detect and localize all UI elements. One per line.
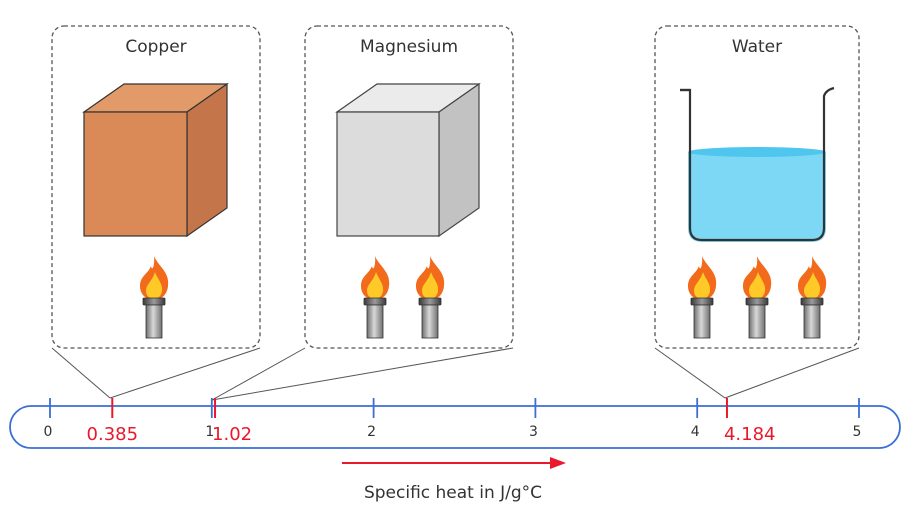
axis-markers: 0.385 1.02 4.184 [87,398,776,445]
panel-magnesium: Magnesium [211,25,514,401]
axis-caption: Specific heat in J/g°C [364,483,542,503]
torch-flame-icon [798,256,827,339]
water-beaker [680,86,835,242]
torch-flame-icon [140,256,169,339]
specific-heat-axis: 0 1 2 3 4 5 0.385 1.02 4.184 [9,398,901,449]
axis-tick-label-2: 2 [367,424,376,440]
axis-tick-label-4: 4 [691,424,700,440]
axis-tick-label-0: 0 [44,424,53,440]
magnesium-pointer-left [211,347,306,401]
panel-magnesium-title: Magnesium [360,37,458,57]
axis-marker-label-4.184: 4.184 [724,424,776,445]
axis-tick-label-1: 1 [205,424,214,440]
axis-tick-label-5: 5 [853,424,862,440]
magnesium-cube [335,82,481,238]
torch-flame-icon [361,256,390,339]
copper-pointer-right [109,347,261,399]
water-pointer-right [724,347,860,399]
torch-flame-icon [416,256,445,339]
torch-flame-icon [688,256,717,339]
magnesium-pointer-right [211,347,514,401]
panel-water-title: Water [732,37,782,57]
panel-water: Water [654,25,860,399]
axis-tick-label-3: 3 [529,424,538,440]
axis-marker-label-1.02: 1.02 [212,424,252,445]
axis-ticks: 0 1 2 3 4 5 [44,398,862,440]
copper-cube [82,82,229,238]
panel-copper: Copper [51,25,261,399]
water-pointer-left [654,347,726,399]
axis-capsule [9,405,901,449]
torch-flame-icon [743,256,772,339]
right-arrow-icon [342,457,566,469]
axis-marker-label-0.385: 0.385 [87,424,139,445]
panel-copper-title: Copper [125,37,186,57]
copper-pointer-left [51,347,111,399]
